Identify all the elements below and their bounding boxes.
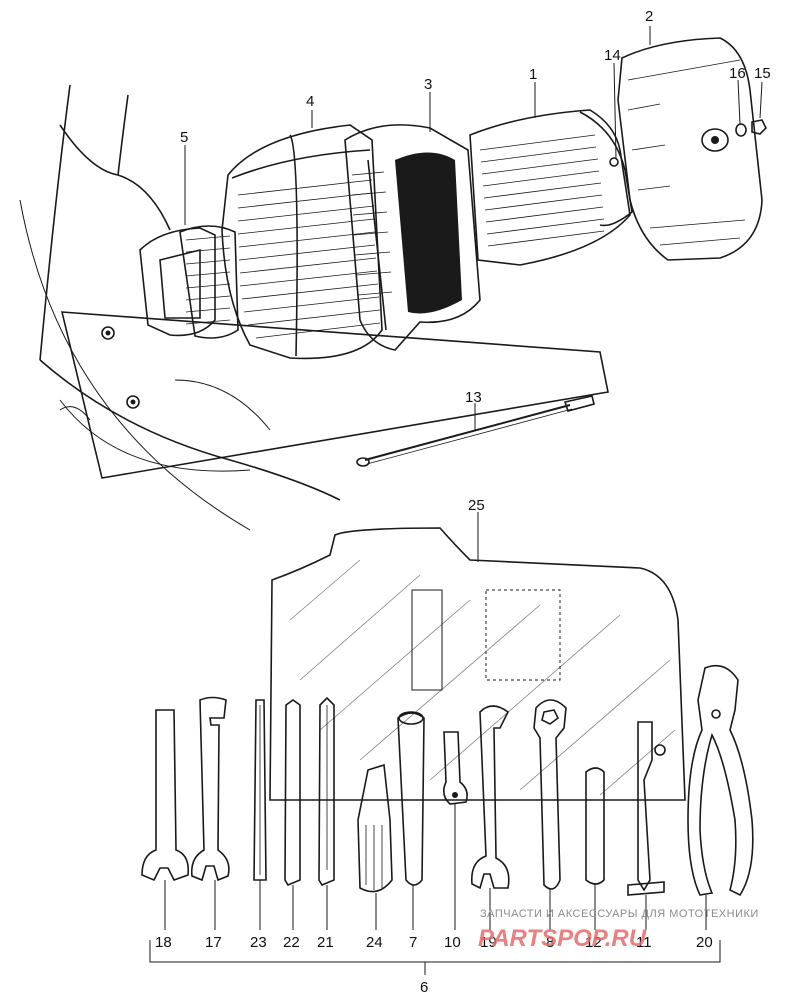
mounting-plate xyxy=(60,311,609,479)
tool-label-23: 23 xyxy=(250,934,267,951)
tool-label-19: 19 xyxy=(480,934,497,951)
tool-label-24: 24 xyxy=(366,934,383,951)
tool-11-thandle xyxy=(627,721,666,896)
tool-label-10: 10 xyxy=(444,934,461,951)
bracket-label-6: 6 xyxy=(420,979,428,996)
watermark-caption: ЗАПЧАСТИ И АКСЕССУАРЫ ДЛЯ МОТОТЕХНИКИ xyxy=(480,908,759,920)
part-3-frame xyxy=(344,124,481,351)
part-25-tool-pouch: 25 xyxy=(269,497,686,801)
leader-lines-top xyxy=(184,26,763,430)
tool-label-12: 12 xyxy=(585,934,602,951)
callout-16: 16 xyxy=(729,65,746,82)
tool-22-driver xyxy=(284,699,301,887)
frame-outline xyxy=(19,84,341,531)
tool-label-18: 18 xyxy=(155,934,172,951)
kit-bracket: 6 xyxy=(149,940,721,996)
tool-7-socket xyxy=(397,711,425,886)
part-4-case xyxy=(221,124,383,360)
callout-14: 14 xyxy=(604,47,621,64)
part-2-cover xyxy=(617,37,763,261)
callout-2: 2 xyxy=(645,8,653,25)
tool-label-11: 11 xyxy=(636,934,652,951)
tool-20-pliers xyxy=(687,664,754,897)
callout-15: 15 xyxy=(754,65,771,82)
callout-5: 5 xyxy=(180,129,188,146)
callout-3: 3 xyxy=(424,76,432,93)
tool-label-21: 21 xyxy=(317,934,334,951)
tool-21-driver xyxy=(318,696,335,887)
tool-23-driver xyxy=(253,699,267,881)
tool-label-7: 7 xyxy=(409,934,417,951)
tool-label-22: 22 xyxy=(283,934,300,951)
watermark: ЗАПЧАСТИ И АКСЕССУАРЫ ДЛЯ МОТОТЕХНИКИ PA… xyxy=(478,908,759,952)
part-13-rod xyxy=(356,395,595,467)
part-15-nut xyxy=(751,119,767,135)
tool-number-labels: 18 17 23 22 21 24 7 10 19 8 12 11 20 xyxy=(155,934,713,951)
tool-label-17: 17 xyxy=(205,934,222,951)
tool-18-wrench xyxy=(141,709,190,882)
tool-19-wrench xyxy=(470,705,510,890)
part-1-battery xyxy=(469,109,633,266)
tool-8-wrench xyxy=(533,699,567,890)
callout-13: 13 xyxy=(465,389,482,406)
callout-25: 25 xyxy=(468,497,485,514)
part-16-washer xyxy=(735,123,747,137)
tool-10-spanner xyxy=(442,731,468,805)
callout-4: 4 xyxy=(306,93,314,110)
callout-1: 1 xyxy=(529,66,537,83)
tool-12-pin xyxy=(585,767,605,885)
callout-labels-top: 1 2 3 4 5 13 14 15 16 xyxy=(180,8,771,406)
tool-17-wrench xyxy=(190,696,230,882)
tool-leaders xyxy=(164,804,707,930)
tool-label-20: 20 xyxy=(696,934,713,951)
tool-24-handle xyxy=(357,763,393,893)
watermark-logo: PARTSPOP.RU xyxy=(478,925,647,952)
part-5-strap xyxy=(139,225,239,339)
tool-label-8: 8 xyxy=(546,934,554,951)
